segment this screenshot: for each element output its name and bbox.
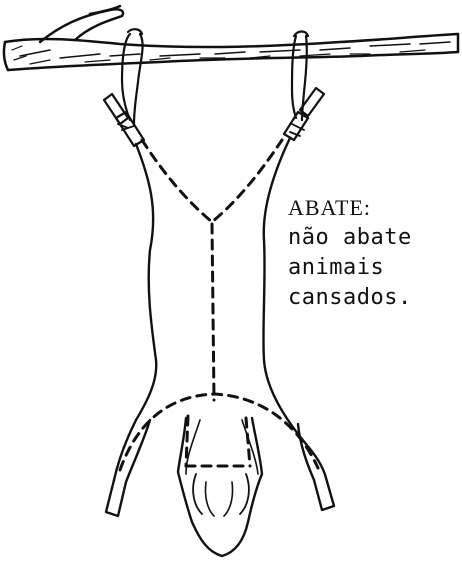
tree-branch — [4, 6, 458, 70]
slaughter-caption: ABATE: não abate animais cansados. — [288, 193, 412, 313]
caption-line-1: não abate — [288, 223, 412, 253]
caption-line-2: animais — [288, 253, 412, 283]
left-rope — [122, 29, 143, 124]
caption-line-3: cansados. — [288, 283, 412, 313]
caption-heading: ABATE: — [288, 193, 412, 223]
